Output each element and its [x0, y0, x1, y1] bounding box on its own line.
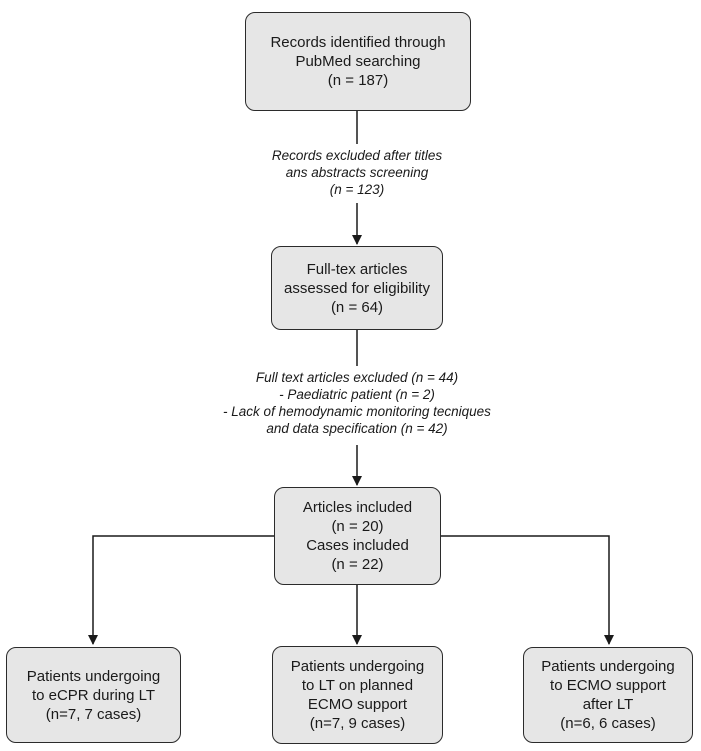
- note-line: Full text articles excluded (n = 44): [255, 370, 459, 385]
- box-line: (n = 187): [327, 72, 389, 89]
- box-line: after LT: [582, 696, 634, 713]
- note-line: - Paediatric patient (n = 2): [279, 387, 435, 402]
- box-line: Patients undergoing: [26, 667, 161, 685]
- box-line: assessed for eligibility: [284, 279, 430, 297]
- arrow-included-to-ecpr: [88, 535, 274, 645]
- box-line: (n = 20): [331, 518, 384, 535]
- box-line: Full-tex articles: [306, 260, 408, 278]
- records-excluded-note: Records excluded after titles ans abstra…: [207, 147, 507, 198]
- planned-ecmo-box: Patients undergoing to LT on planned ECM…: [272, 646, 443, 744]
- ecmo-after-lt-box: Patients undergoing to ECMO support afte…: [523, 647, 693, 743]
- note-line: - Lack of hemodynamic monitoring tecniqu…: [223, 404, 491, 419]
- box-line: ECMO support: [307, 696, 408, 713]
- fulltext-excluded-note: Full text articles excluded (n = 44) - P…: [207, 369, 507, 437]
- box-line: (n=6, 6 cases): [560, 715, 656, 732]
- box-line: (n = 22): [331, 556, 384, 573]
- box-line: (n=7, 7 cases): [45, 705, 142, 723]
- box-line: Articles included: [302, 499, 413, 516]
- box-line: to eCPR during LT: [31, 686, 156, 704]
- note-line: Records excluded after titles: [271, 148, 443, 163]
- box-line: Records identified through: [270, 34, 446, 51]
- ecpr-during-lt-box: Patients undergoing to eCPR during LT (n…: [6, 647, 181, 743]
- records-identified-box: Records identified through PubMed search…: [245, 12, 471, 111]
- note-line: ans abstracts screening: [285, 165, 429, 180]
- box-line: to ECMO support: [550, 677, 666, 694]
- box-line: (n=7, 9 cases): [309, 715, 406, 732]
- box-line: Patients undergoing: [290, 658, 425, 675]
- box-line: Cases included: [306, 537, 409, 554]
- box-line: to LT on planned: [301, 677, 414, 694]
- note-line: and data specification (n = 42): [266, 421, 448, 436]
- fulltext-assessed-box: Full-tex articles assessed for eligibili…: [271, 246, 443, 330]
- note-line: (n = 123): [329, 182, 385, 197]
- box-line: Patients undergoing: [541, 658, 675, 675]
- box-line: (n = 64): [330, 298, 384, 316]
- box-line: PubMed searching: [295, 53, 421, 70]
- included-box: Articles included (n = 20) Cases include…: [274, 487, 441, 585]
- arrow-included-to-after: [441, 535, 614, 645]
